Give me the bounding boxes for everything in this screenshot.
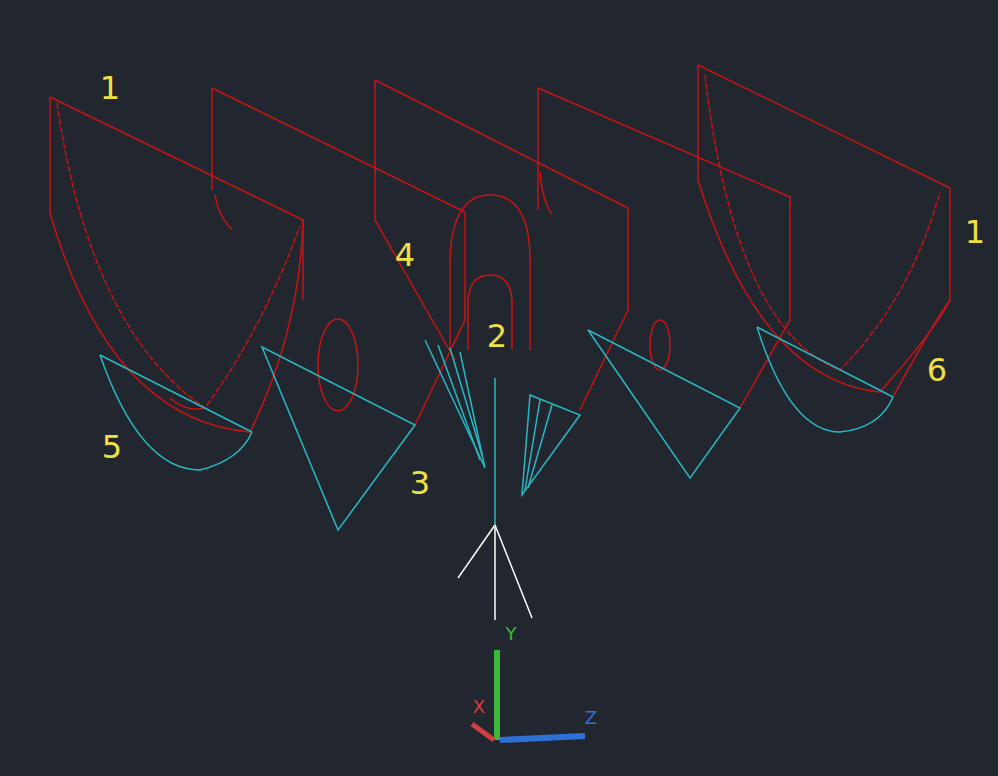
callout-number: 2 xyxy=(487,320,507,352)
callout-number: 1 xyxy=(100,72,120,104)
axis-letter: Z xyxy=(585,709,597,727)
section-cut-6 xyxy=(757,327,893,432)
section-cut-3 xyxy=(262,347,415,530)
axis-letter: Y xyxy=(506,625,517,643)
section-cut xyxy=(588,330,740,478)
plate-center xyxy=(375,80,628,410)
callout-number: 6 xyxy=(927,354,947,386)
section-cut-5 xyxy=(100,355,252,470)
callout-number: 4 xyxy=(395,239,415,271)
camera-marker xyxy=(458,525,532,620)
axis-letter: X xyxy=(473,698,485,716)
callout-number: 5 xyxy=(102,431,122,463)
center-fans xyxy=(425,340,580,525)
plate-right xyxy=(698,65,950,397)
plate-left xyxy=(50,97,303,432)
ucs-icon xyxy=(472,650,585,740)
plate-2 xyxy=(212,88,465,425)
callout-number: 3 xyxy=(410,467,430,499)
callout-number: 1 xyxy=(965,216,985,248)
plate-4 xyxy=(538,88,790,408)
